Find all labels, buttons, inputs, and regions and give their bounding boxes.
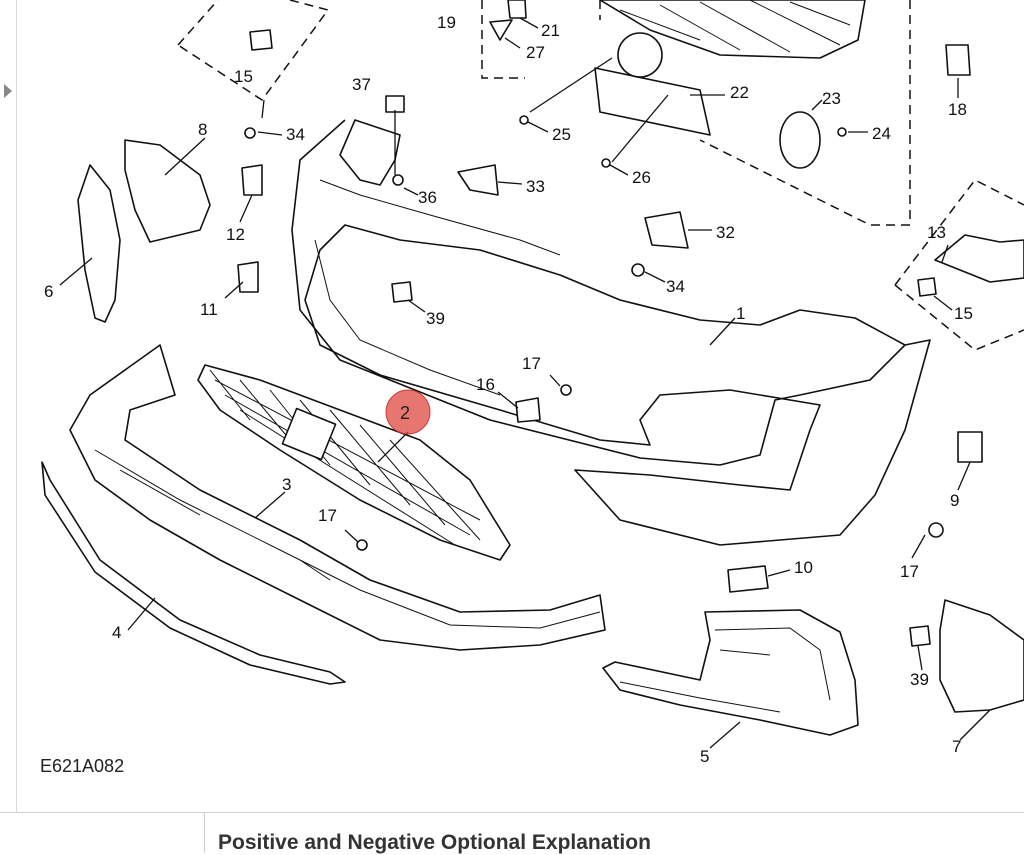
callout-32[interactable]: 32 — [716, 223, 735, 242]
callout-21[interactable]: 21 — [541, 21, 560, 40]
part-25-screw — [519, 115, 529, 125]
callout-11[interactable]: 11 — [200, 300, 218, 319]
upper-grille-mesh — [619, 0, 851, 53]
group-box-top-left — [177, 0, 330, 102]
part-16-clip — [515, 397, 541, 423]
callout-24[interactable]: 24 — [872, 124, 891, 143]
part-3-detail — [94, 449, 601, 629]
part-32-clip — [644, 211, 689, 249]
part-1-bumper-cover — [291, 119, 931, 546]
table-heading: Positive and Negative Optional Explanati… — [218, 831, 651, 854]
part-5-lower-insert — [602, 609, 859, 736]
callout-7[interactable]: 7 — [952, 737, 961, 756]
part-39-clip-a — [391, 281, 413, 303]
callout-12[interactable]: 12 — [226, 225, 245, 244]
callout-13[interactable]: 13 — [927, 223, 946, 242]
part-23-plate — [779, 111, 821, 169]
callout-27[interactable]: 27 — [526, 43, 545, 62]
callout-5[interactable]: 5 — [700, 747, 709, 766]
part-2-grille-emblem-mount — [281, 407, 337, 461]
callout-10[interactable]: 10 — [794, 558, 813, 577]
callout-17-right[interactable]: 17 — [900, 562, 919, 581]
callout-39[interactable]: 39 — [426, 309, 445, 328]
callout-37[interactable]: 37 — [352, 75, 371, 94]
part-22-mount — [617, 32, 663, 78]
part-24-screw — [837, 127, 847, 137]
callout-6[interactable]: 6 — [44, 282, 53, 301]
part-26-screw — [601, 158, 611, 168]
explanation-table: Positive and Negative Optional Explanati… — [0, 812, 1024, 854]
callout-15-right[interactable]: 15 — [954, 304, 973, 323]
part-1-inner-edge — [314, 179, 561, 396]
part-18-clip — [945, 44, 971, 76]
callout-36[interactable]: 36 — [418, 188, 437, 207]
callout-34-lower[interactable]: 34 — [666, 277, 685, 296]
part-9-clip — [957, 431, 983, 463]
part-3-lower-valance — [69, 344, 606, 651]
part-27-clip — [489, 19, 513, 41]
part-2-grille — [197, 364, 511, 561]
callout-labels: 19 21 27 15 34 37 22 25 23 24 18 8 26 36… — [44, 13, 973, 766]
highlight-marker-label: 2 — [400, 403, 410, 423]
part-21-clip — [507, 0, 527, 19]
part-39-clip-b — [909, 625, 931, 647]
upper-grille-fragment — [599, 0, 866, 59]
callout-4[interactable]: 4 — [112, 623, 121, 642]
part-37-clip — [385, 95, 405, 113]
part-6-side-bracket — [77, 164, 121, 323]
part-8-bracket — [124, 139, 211, 243]
callout-33[interactable]: 33 — [526, 177, 545, 196]
group-box-right — [894, 179, 1024, 351]
highlight-marker[interactable] — [385, 389, 431, 435]
sidebar-expand-icon[interactable] — [4, 84, 12, 98]
callout-34[interactable]: 34 — [286, 125, 305, 144]
part-17-screw-c — [928, 522, 944, 538]
callout-9[interactable]: 9 — [950, 491, 959, 510]
part-5-inner-detail — [619, 627, 831, 713]
part-15-clip-a — [249, 29, 273, 51]
callout-26[interactable]: 26 — [632, 168, 651, 187]
callout-15[interactable]: 15 — [234, 67, 253, 86]
part-34-bolt-b — [631, 263, 645, 277]
callout-19[interactable]: 19 — [437, 13, 456, 32]
part-13-bracket — [934, 234, 1024, 283]
part-11-clip — [237, 261, 259, 293]
group-box-top-center — [481, 0, 911, 226]
leader-lines — [59, 17, 991, 749]
callout-16[interactable]: 16 — [476, 375, 495, 394]
callout-17[interactable]: 17 — [522, 354, 541, 373]
part-upper-bracket — [339, 119, 401, 186]
callout-1[interactable]: 1 — [736, 304, 745, 323]
part-17-screw-a — [560, 384, 572, 396]
callout-3[interactable]: 3 — [282, 475, 291, 494]
part-4-lip-strip — [41, 461, 346, 685]
drawing-id-label: E621A082 — [40, 756, 125, 776]
callout-23[interactable]: 23 — [822, 89, 841, 108]
part-36-screw — [392, 174, 404, 186]
part-15-clip-b — [917, 277, 937, 297]
callout-17-grille[interactable]: 17 — [318, 506, 337, 525]
callout-39-lower[interactable]: 39 — [910, 670, 929, 689]
part-10-clip — [727, 565, 769, 593]
sidebar-divider — [16, 0, 17, 812]
table-left-cell — [0, 813, 205, 853]
callout-25[interactable]: 25 — [552, 125, 571, 144]
parts-diagram: 2 19 21 27 15 34 37 22 25 23 24 18 8 26 … — [41, 0, 1024, 766]
part-34-bolt-a — [244, 127, 256, 139]
part-33-clip — [457, 164, 499, 196]
part-17-screw-b — [356, 539, 368, 551]
callout-18[interactable]: 18 — [948, 100, 967, 119]
part-7-side-insert — [939, 599, 1024, 713]
part-12-clip — [241, 164, 263, 196]
part-22-center-bracket — [594, 67, 711, 136]
callout-22[interactable]: 22 — [730, 83, 749, 102]
callout-8[interactable]: 8 — [198, 120, 207, 139]
